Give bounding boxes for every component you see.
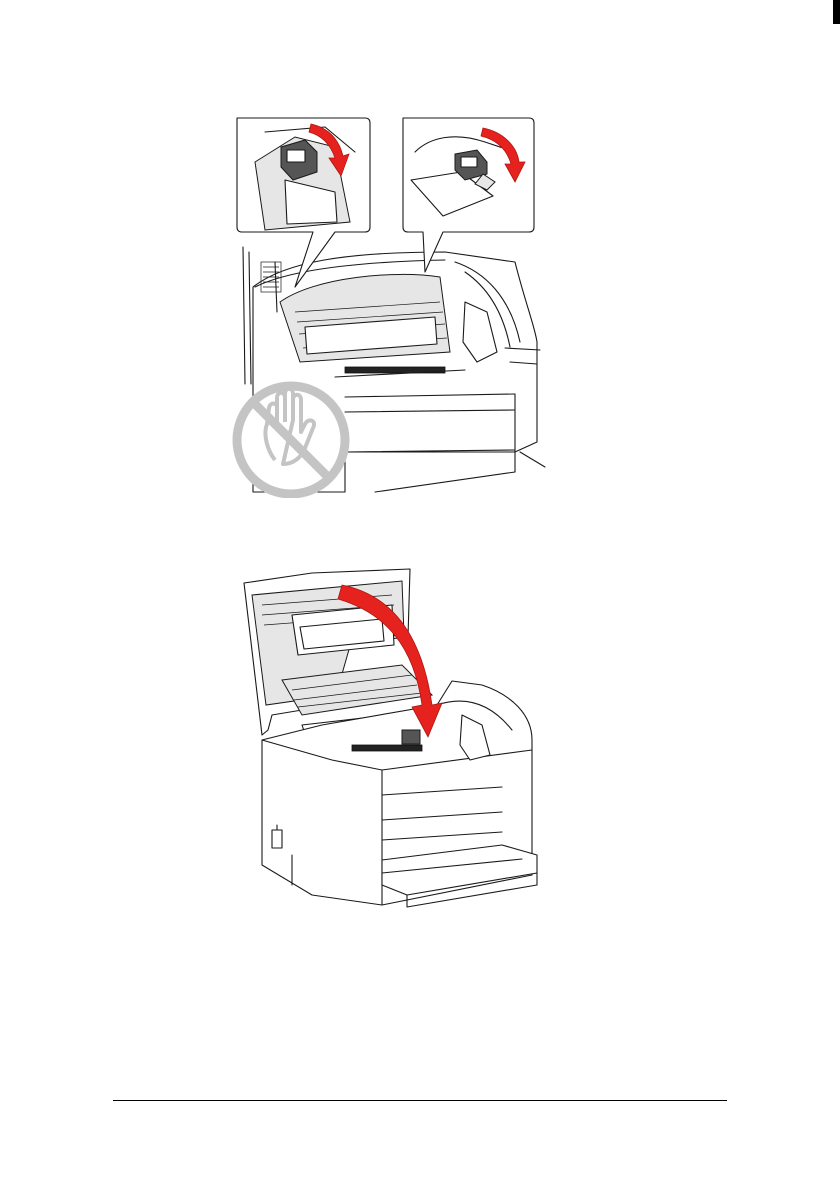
fuser-lever-diagram [225, 112, 555, 498]
fuser-lever-illustration [225, 112, 555, 498]
footer-rule [113, 1100, 727, 1101]
close-top-cover-illustration [232, 555, 544, 917]
page-edge-tab [833, 0, 840, 24]
no-touch-icon [237, 386, 345, 494]
close-cover-diagram [232, 555, 544, 917]
